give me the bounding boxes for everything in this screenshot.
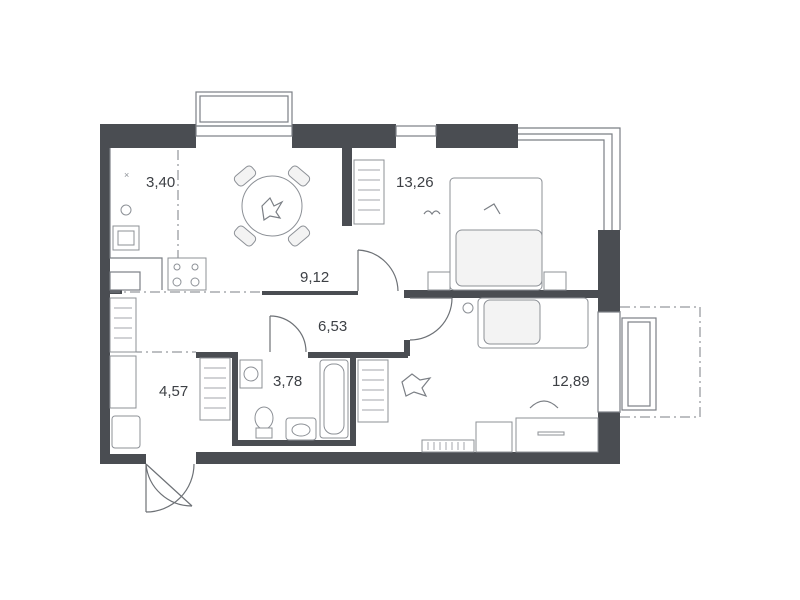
balcony-right (597, 306, 701, 418)
area-label-entrance: 4,57 (159, 383, 188, 400)
bedroom-2-door (409, 297, 453, 341)
outer-walls (100, 124, 620, 464)
bookshelf (421, 439, 475, 453)
area-label-bedroom-2: 12,89 (552, 373, 590, 390)
hall-door (357, 249, 399, 292)
entrance-bench (111, 415, 141, 449)
bedroom-2-lamp (462, 302, 474, 314)
svg-text:×: × (124, 170, 129, 180)
entrance-door (145, 463, 195, 513)
kitchen-counter: × (109, 148, 163, 291)
toilet (254, 406, 274, 439)
room-labels: 3,40 9,12 13,26 6,53 4,57 3,78 12,89 (146, 174, 590, 400)
hall-closet (199, 357, 231, 421)
desk (515, 400, 599, 453)
bathtub (319, 359, 349, 439)
sink (285, 417, 317, 441)
bed-bedroom-2 (477, 297, 589, 349)
area-label-kitchen-niche: 3,40 (146, 174, 175, 191)
bed-bedroom-1 (449, 177, 543, 291)
bedroom-2-dresser (475, 421, 513, 453)
washing-machine (239, 359, 263, 389)
nightstand-left (427, 271, 451, 291)
slippers (423, 210, 441, 216)
area-label-living-kitchen: 9,12 (300, 269, 329, 286)
area-label-bedroom-1: 13,26 (396, 174, 434, 191)
top-balcony-window (195, 91, 293, 137)
stove (167, 257, 207, 291)
entrance-shelf (109, 355, 137, 409)
wardrobe-bedroom-1 (353, 159, 385, 225)
bedroom-window (395, 125, 437, 137)
dining-table (233, 165, 311, 247)
bedroom-2-rug (401, 373, 432, 398)
nightstand-right (543, 271, 567, 291)
wardrobe-bedroom-2 (357, 359, 389, 423)
area-label-hall: 6,53 (318, 318, 347, 335)
entrance-wardrobe (109, 297, 137, 353)
bathroom-door (269, 315, 307, 353)
corner-glazing (518, 127, 621, 230)
area-label-bathroom: 3,78 (273, 373, 302, 390)
